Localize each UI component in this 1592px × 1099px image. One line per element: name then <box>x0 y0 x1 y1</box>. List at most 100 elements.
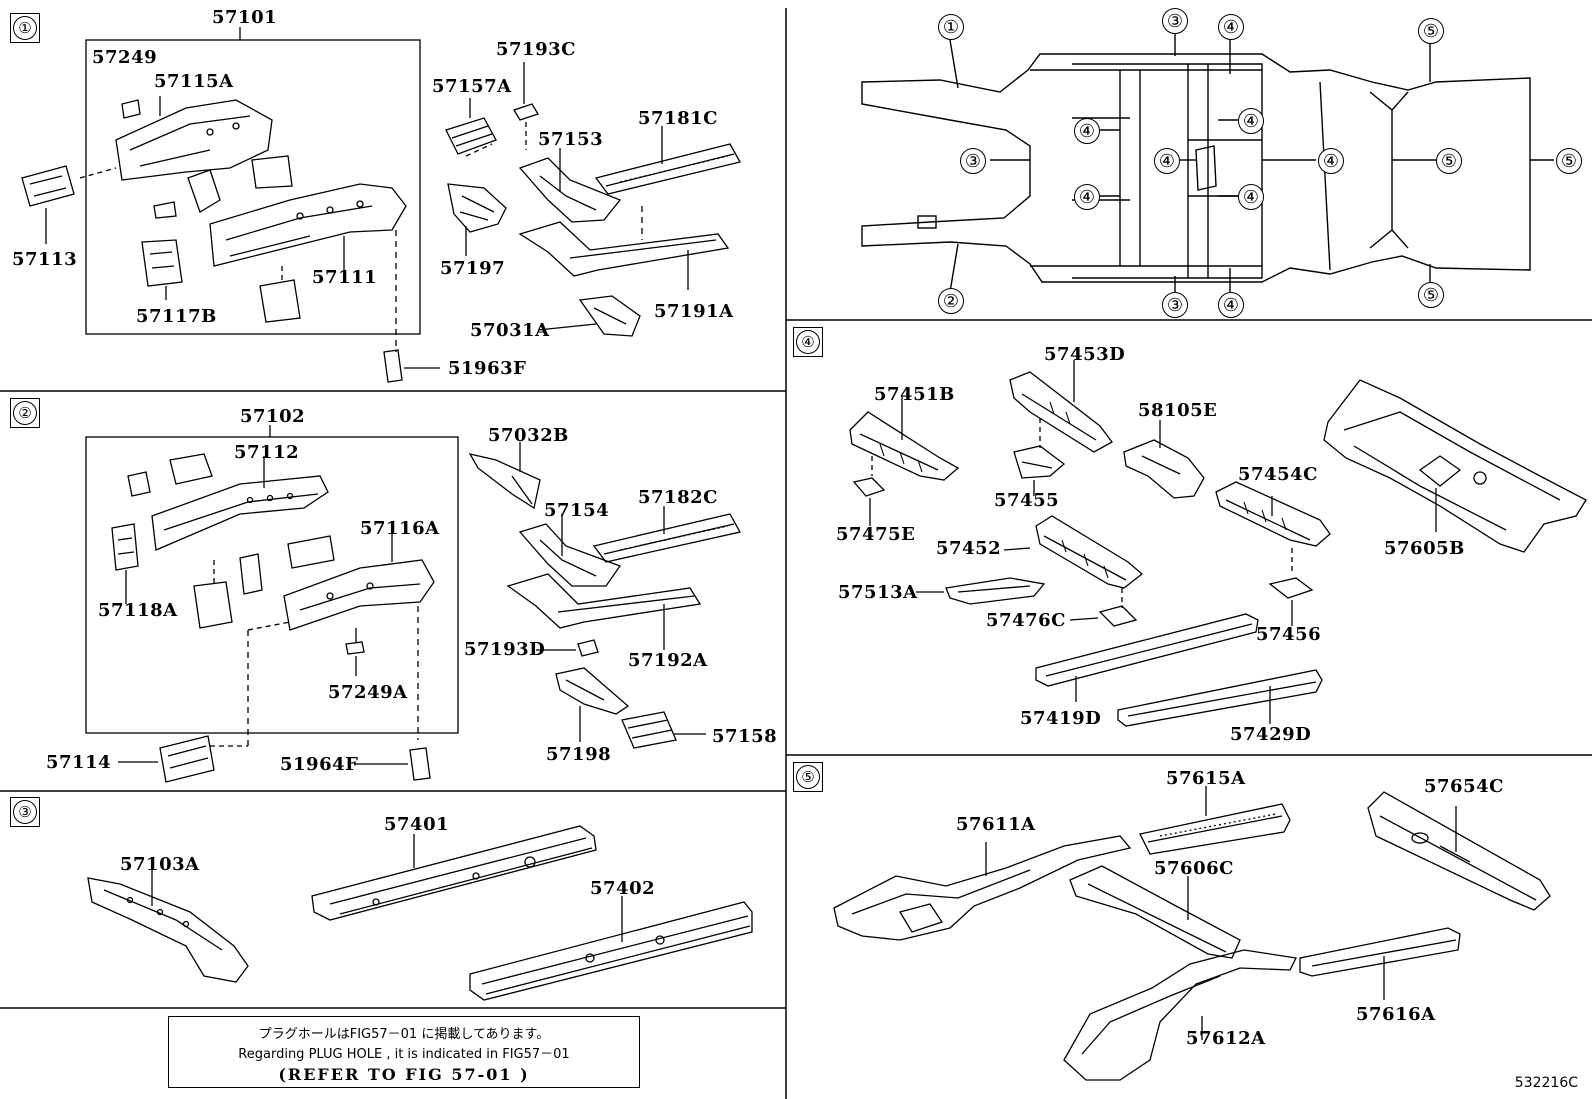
part-label-57401[interactable]: 57401 <box>384 814 450 835</box>
part-shape-57181C <box>594 126 741 240</box>
section-marker-1: ① <box>10 13 40 43</box>
part-shape-57103A <box>87 866 249 983</box>
part-label-57475E[interactable]: 57475E <box>836 524 916 545</box>
part-shape-57193D <box>536 639 599 657</box>
part-shape-57456 <box>1268 577 1314 626</box>
part-label-57114[interactable]: 57114 <box>46 752 112 773</box>
part-label-57451B[interactable]: 57451B <box>874 384 955 405</box>
panel-dividers <box>0 8 1592 1099</box>
part-label-57476C[interactable]: 57476C <box>986 610 1066 631</box>
part-shape-57455 <box>1013 445 1066 496</box>
part-label-57429D[interactable]: 57429D <box>1230 724 1312 745</box>
part-label-57102[interactable]: 57102 <box>240 406 306 427</box>
part-shape-57114 <box>118 735 248 783</box>
part-label-57198[interactable]: 57198 <box>546 744 612 765</box>
part-shape-57112 <box>127 453 329 551</box>
group-box-57101 <box>85 39 421 335</box>
part-shape-57402 <box>469 896 753 1001</box>
part-shape-57401 <box>311 825 597 921</box>
part-label-57112[interactable]: 57112 <box>234 442 300 463</box>
part-label-57402[interactable]: 57402 <box>590 878 656 899</box>
overview-marker-3-bottom: ③ <box>1162 292 1188 318</box>
part-label-57605B[interactable]: 57605B <box>1384 538 1465 559</box>
part-label-57032B[interactable]: 57032B <box>488 425 569 446</box>
overview-marker-3-top: ③ <box>1162 8 1188 34</box>
part-shape-57453D <box>1009 360 1113 453</box>
part-label-57115A[interactable]: 57115A <box>154 71 234 92</box>
part-label-57117B[interactable]: 57117B <box>136 306 217 327</box>
part-label-57181C[interactable]: 57181C <box>638 108 718 129</box>
part-label-57453D[interactable]: 57453D <box>1044 344 1126 365</box>
part-label-57031A[interactable]: 57031A <box>470 320 550 341</box>
part-shape-57116A <box>247 532 435 746</box>
part-label-57182C[interactable]: 57182C <box>638 487 718 508</box>
part-label-57513A[interactable]: 57513A <box>838 582 918 603</box>
part-label-57118A[interactable]: 57118A <box>98 600 178 621</box>
part-shape-57192A <box>506 573 702 650</box>
part-shape-57191A <box>518 221 730 290</box>
part-shape-57198 <box>555 667 630 742</box>
part-label-57249[interactable]: 57249 <box>92 47 158 68</box>
part-shape-57451B <box>849 396 960 481</box>
part-shape-57654C <box>1367 791 1551 911</box>
part-label-57616A[interactable]: 57616A <box>1356 1004 1436 1025</box>
part-label-51964F[interactable]: 51964F <box>280 754 359 775</box>
part-shape-57111 <box>209 155 407 352</box>
part-label-57111[interactable]: 57111 <box>312 267 378 288</box>
part-shape-57031A <box>537 295 641 337</box>
part-shape-57154 <box>518 514 622 587</box>
part-shape-58105E <box>1123 420 1205 499</box>
part-label-57615A[interactable]: 57615A <box>1166 768 1246 789</box>
part-label-57103A[interactable]: 57103A <box>120 854 200 875</box>
overview-marker-4-upper-left: ④ <box>1074 118 1100 144</box>
part-shape-57032B <box>468 442 541 510</box>
part-label-57157A[interactable]: 57157A <box>432 76 512 97</box>
overview-marker-4-bottom: ④ <box>1218 292 1244 318</box>
part-label-57455[interactable]: 57455 <box>994 490 1060 511</box>
part-shape-57605B <box>1323 379 1587 553</box>
part-shape-57513A <box>916 577 1046 605</box>
part-shape-57113 <box>21 165 75 244</box>
overview-marker-5-bottom: ⑤ <box>1418 282 1444 308</box>
part-shape-57193C <box>513 62 539 150</box>
part-label-57192A[interactable]: 57192A <box>628 650 708 671</box>
part-label-58105E[interactable]: 58105E <box>1138 400 1218 421</box>
note-line-japanese: プラグホールはFIG57－01 に掲載してあります。 <box>258 1027 550 1042</box>
part-label-57606C[interactable]: 57606C <box>1154 858 1234 879</box>
section-marker-2: ② <box>10 398 40 428</box>
part-shape-57158 <box>621 711 706 749</box>
part-shape-57429D <box>1117 669 1323 727</box>
part-label-57153[interactable]: 57153 <box>538 129 604 150</box>
part-label-57419D[interactable]: 57419D <box>1020 708 1102 729</box>
part-shape-57115A <box>79 96 273 181</box>
part-label-57191A[interactable]: 57191A <box>654 301 734 322</box>
part-label-57654C[interactable]: 57654C <box>1424 776 1504 797</box>
part-label-57452[interactable]: 57452 <box>936 538 1002 559</box>
part-shape-57419D <box>1035 613 1259 702</box>
part-label-57193D[interactable]: 57193D <box>464 639 546 660</box>
part-label-57456[interactable]: 57456 <box>1256 624 1322 645</box>
part-label-57197[interactable]: 57197 <box>440 258 506 279</box>
overview-marker-4-upper-right: ④ <box>1238 108 1264 134</box>
section-marker-4: ④ <box>793 327 823 357</box>
part-label-57113[interactable]: 57113 <box>12 249 78 270</box>
part-label-57193C[interactable]: 57193C <box>496 39 576 60</box>
plug-hole-note: プラグホールはFIG57－01 に掲載してあります。 Regarding PLU… <box>168 1016 640 1088</box>
part-label-57454C[interactable]: 57454C <box>1238 464 1318 485</box>
part-shape-57615A <box>1139 786 1291 855</box>
overview-marker-5-top: ⑤ <box>1418 18 1444 44</box>
part-label-57158[interactable]: 57158 <box>712 726 778 747</box>
part-label-57611A[interactable]: 57611A <box>956 814 1036 835</box>
part-label-57249A[interactable]: 57249A <box>328 682 408 703</box>
part-shape-57606C <box>1069 865 1241 959</box>
overview-marker-3-left: ③ <box>960 148 986 174</box>
part-label-51963F[interactable]: 51963F <box>448 358 527 379</box>
part-label-57116A[interactable]: 57116A <box>360 518 440 539</box>
part-label-57101[interactable]: 57101 <box>212 7 278 28</box>
part-shape-57118A <box>111 523 139 604</box>
part-shape-57157A <box>445 98 497 157</box>
part-label-57612A[interactable]: 57612A <box>1186 1028 1266 1049</box>
note-refer-link[interactable]: (REFER TO FIG 57-01 ) <box>278 1065 530 1084</box>
part-label-57154[interactable]: 57154 <box>544 500 610 521</box>
